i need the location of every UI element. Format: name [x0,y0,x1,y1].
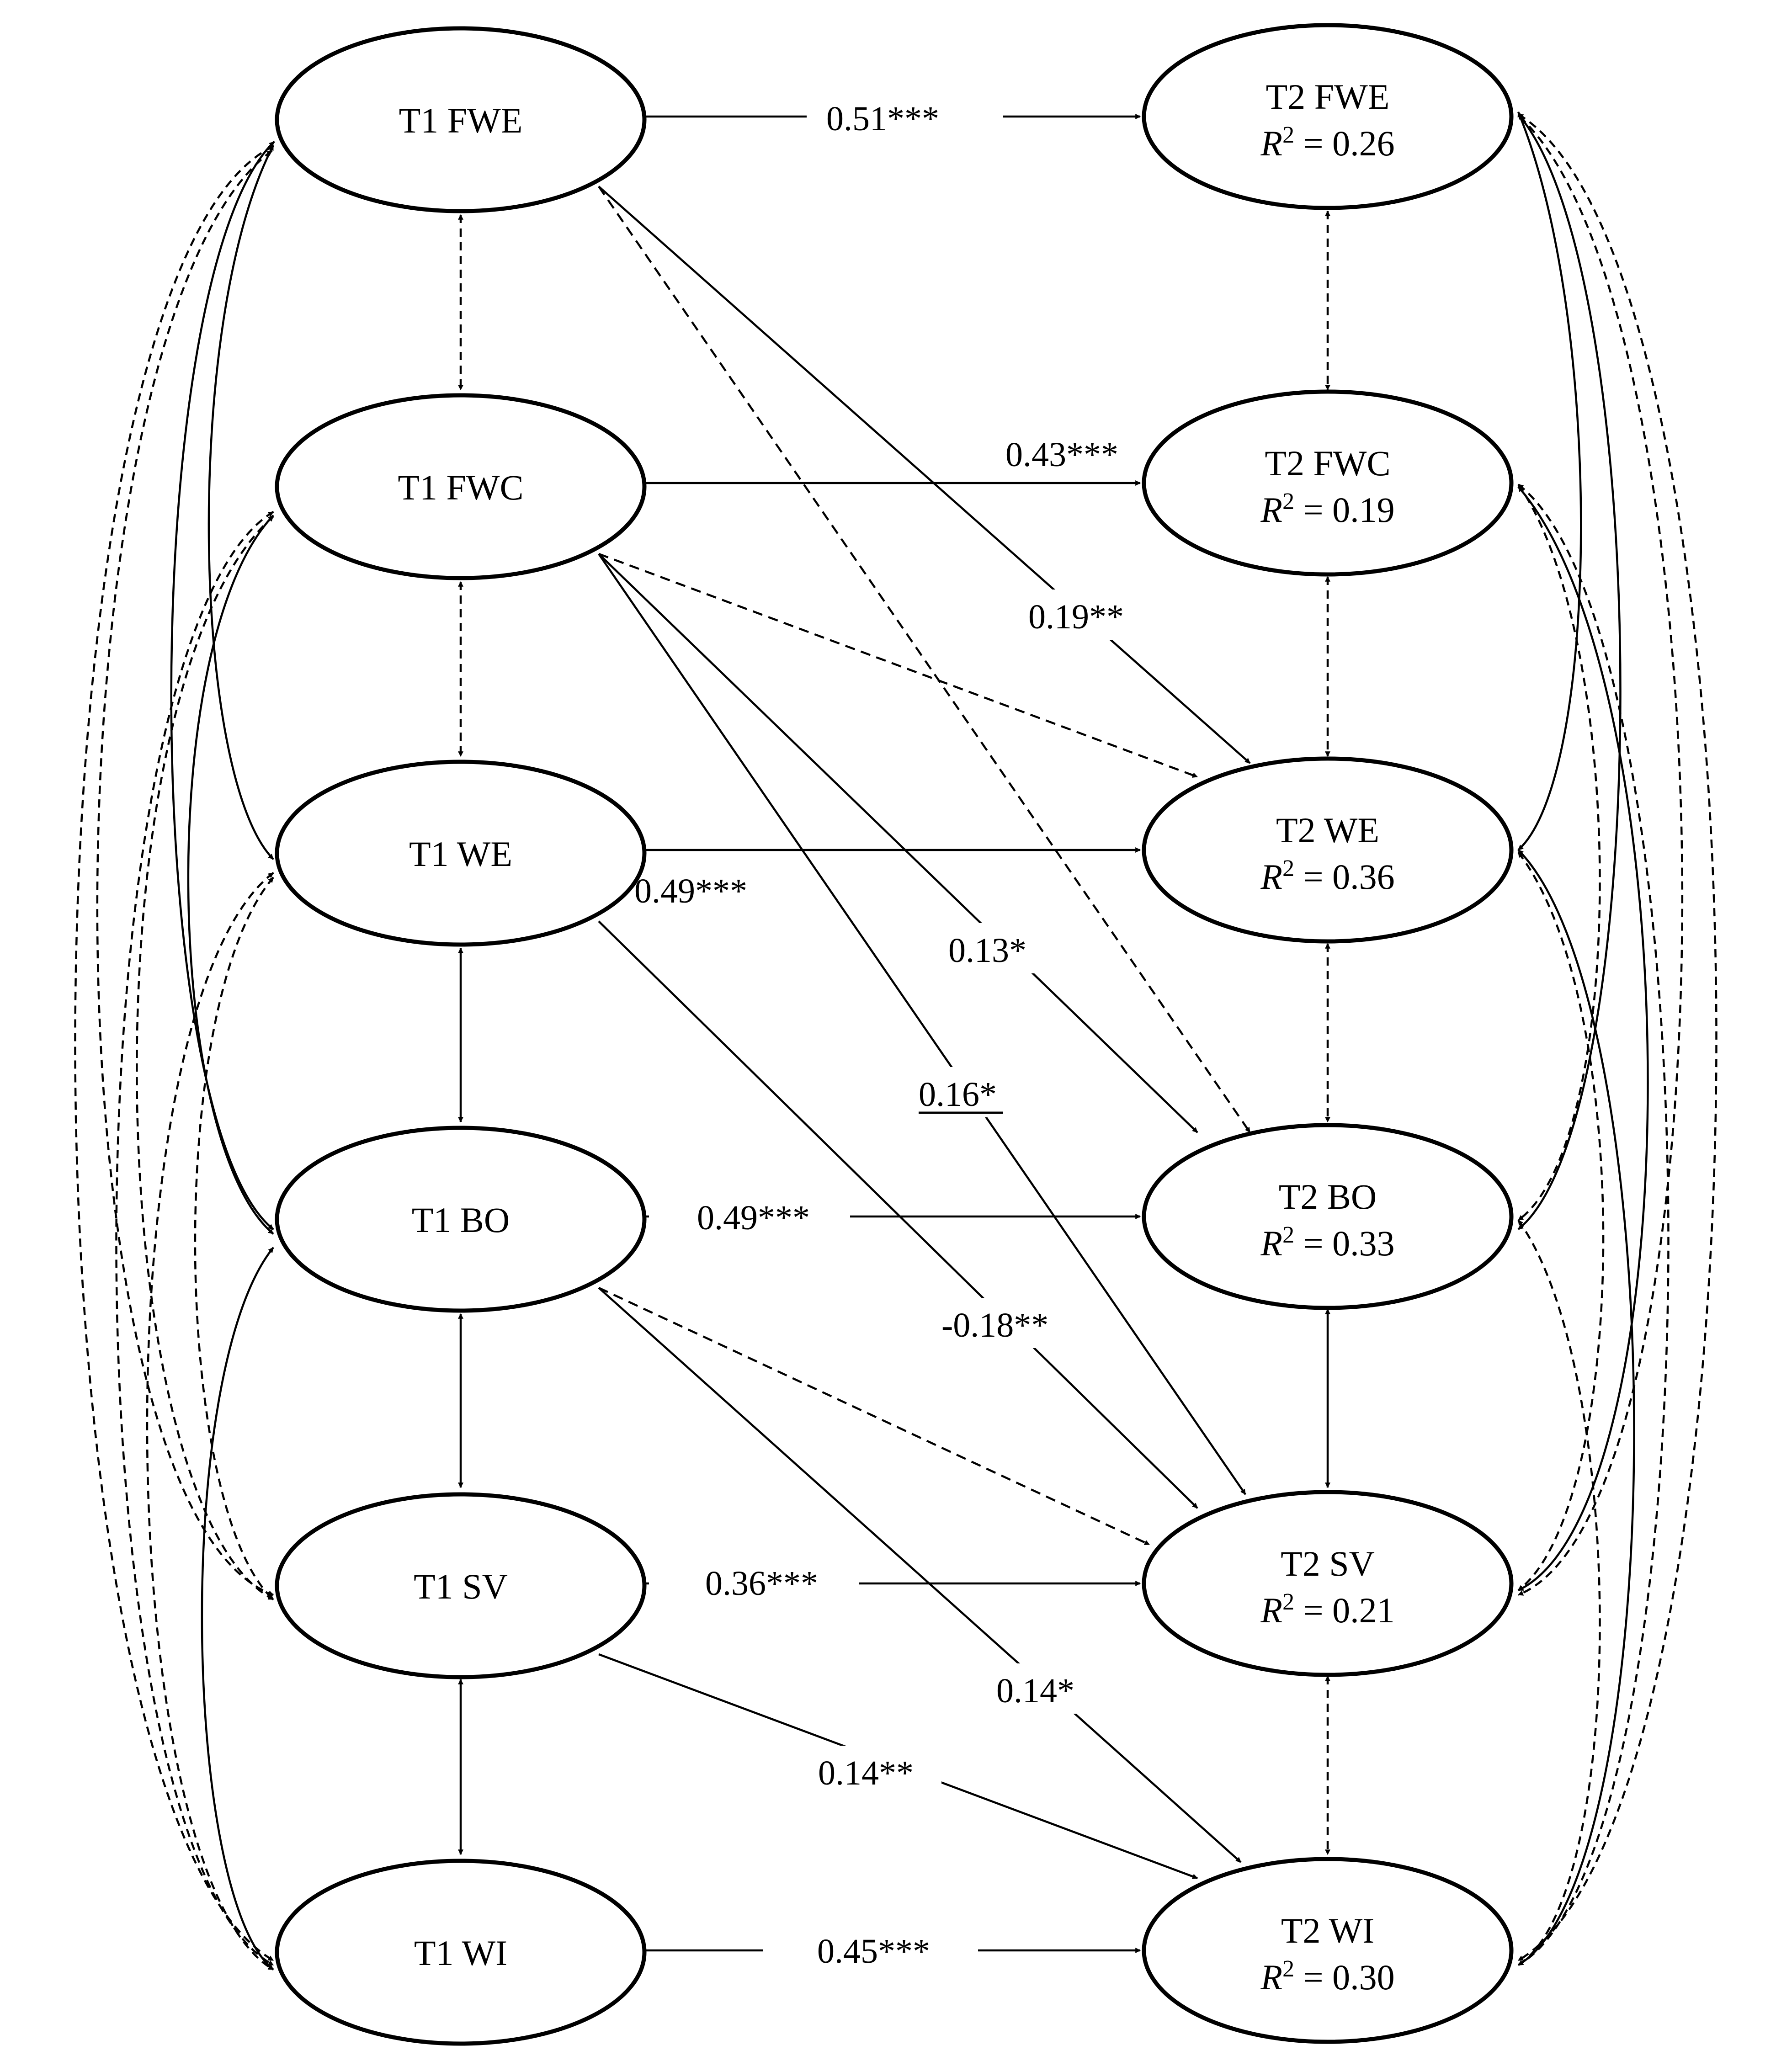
coef-bo-wi: 0.14* [996,1672,1074,1710]
node-t2-fwc [1142,389,1514,577]
path-fwe-we [598,186,1251,764]
path-bo-wi [598,1287,1242,1863]
cross-lagged-paths [598,186,1251,1880]
coef-fwc-sv: 0.16* [919,1075,997,1114]
node-t2-fwe-label: T2 FWE [1266,77,1390,117]
t1-cov-arc [207,144,274,860]
node-t2-we-label: T2 WE [1276,810,1379,850]
coefficient-labels: 0.51*** 0.43*** 0.49*** 0.49*** 0.36*** … [634,91,1161,1974]
t1-covariance-arcs [74,141,275,1971]
node-t2-fwc-label: T2 FWC [1265,443,1390,483]
node-t2-fwc-r2: R2 = 0.19 [1260,489,1394,530]
t2-cov-arc [1517,116,1684,1596]
node-t2-wi-label: T2 WI [1281,1911,1374,1950]
node-t2-bo-r2: R2 = 0.33 [1260,1222,1394,1264]
node-t1-fwc [275,393,647,580]
t1-cov-arc [136,515,274,1600]
coef-sv-wi: 0.14** [818,1754,914,1792]
node-t2-we-r2: R2 = 0.36 [1260,855,1394,897]
node-t2-wi [1142,1857,1514,2044]
t2-cov-arc [1517,483,1601,1221]
coef-fwc-bo: 0.13* [948,931,1026,970]
node-t1-wi-label: T1 WI [414,1933,507,1973]
node-t1-sv-label: T1 SV [414,1567,508,1606]
node-t1-wi [275,1859,647,2046]
t2-covariance-arcs [1517,111,1718,1966]
coef-we-sv: -0.18** [941,1306,1048,1344]
node-t1-bo [275,1126,647,1313]
t2-cov-arc [1517,486,1649,1592]
path-fwe-bo-dashed [598,186,1251,1133]
node-t1-fwc-label: T1 FWC [398,467,523,507]
node-t1-bo-label: T1 BO [412,1200,510,1240]
t1-cov-arc [187,515,274,1235]
t2-cov-arc [1517,111,1582,851]
coef-bo-bo: 0.49*** [697,1199,810,1237]
t1-cov-arc [194,876,274,1600]
t1-cov-arc [170,141,275,1230]
node-t2-sv-r2: R2 = 0.21 [1260,1589,1394,1631]
node-t1-fwe [275,26,647,213]
t1-cov-arc [146,872,274,1971]
coef-fwe-fwe: 0.51*** [826,100,939,138]
t2-cov-arc [1517,483,1670,1966]
node-t2-fwe-r2: R2 = 0.26 [1260,122,1394,164]
t2-cov-arc [1517,1219,1601,1966]
t2-nodes: T2 FWE R2 = 0.26 T2 FWC R2 = 0.19 T2 WE … [1142,23,1514,2044]
path-fwc-we-dashed [598,552,1198,778]
node-t2-sv-label: T2 SV [1281,1544,1375,1583]
path-we-sv [598,920,1198,1509]
autoregressive-paths [644,114,1141,1953]
coef-fwc-fwc: 0.43*** [1005,436,1118,474]
node-t2-bo [1142,1123,1514,1310]
t1-cov-arc [115,511,274,1966]
node-t2-fwe [1142,23,1514,210]
t1-cov-arc [201,1247,274,1971]
t2-cov-arc [1517,113,1718,1961]
node-t2-we [1142,756,1514,944]
node-t2-sv [1142,1490,1514,1677]
t2-cov-arc [1517,113,1622,1230]
coef-fwe-we: 0.19** [1028,598,1124,636]
node-t2-bo-label: T2 BO [1279,1177,1377,1216]
path-fwc-sv [598,553,1246,1495]
coef-we-we: 0.49*** [634,872,747,910]
t1-cov-arc [74,145,274,1961]
node-t1-we [275,760,647,947]
path-fwc-bo [598,553,1198,1133]
node-t1-sv [275,1492,647,1679]
node-t2-wi-r2: R2 = 0.30 [1260,1956,1394,1997]
coef-sv-sv: 0.36*** [705,1564,818,1603]
t1-nodes: T1 FWE T1 FWC T1 WE T1 BO T1 SV T1 WI [275,26,647,2046]
path-bo-sv-dashed [598,1286,1150,1546]
node-t1-we-label: T1 WE [409,834,512,874]
t2-cov-arc [1517,849,1635,1966]
t2-cov-arc [1517,851,1605,1591]
t1-cov-arc [96,150,274,1596]
coef-wi-wi: 0.45*** [817,1932,930,1971]
node-t1-fwe-label: T1 FWE [399,101,523,140]
